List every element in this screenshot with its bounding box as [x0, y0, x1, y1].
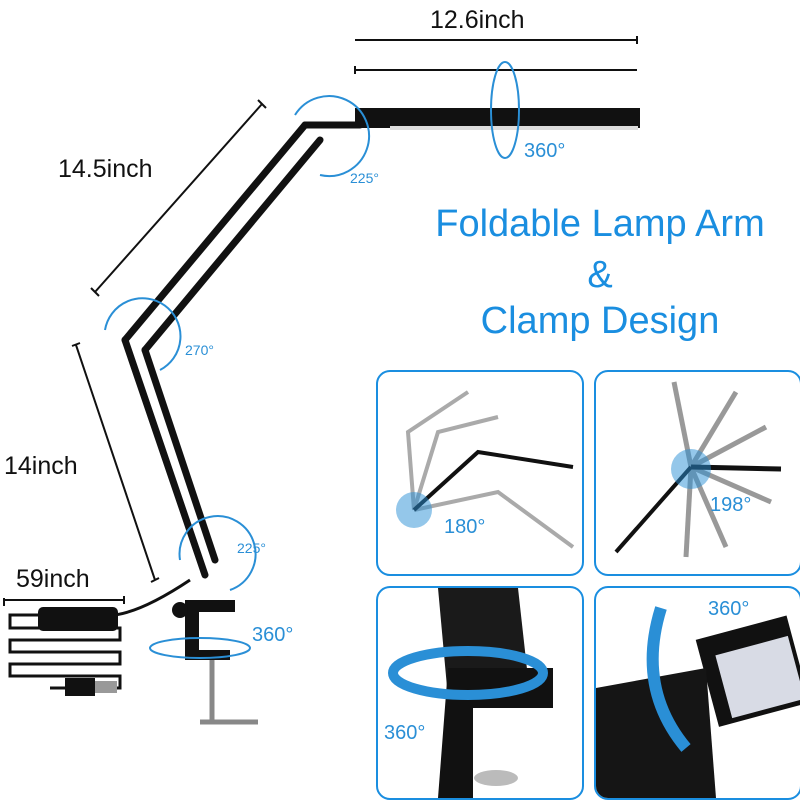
- dimmer-switch: [38, 607, 118, 631]
- head-rotation-label: 360°: [524, 140, 566, 162]
- dimension-line-cable: [3, 596, 125, 606]
- elbow-rotation-label: 270°: [185, 342, 214, 358]
- cable-length-label: 59inch: [16, 565, 90, 593]
- dimension-line-lower-arm: [71, 342, 160, 583]
- base-joint-rotation-label: 225°: [237, 540, 266, 556]
- headline-line2: &: [587, 254, 613, 296]
- head-length-label: 12.6inch: [430, 6, 525, 34]
- panel-label: 198°: [710, 494, 752, 516]
- lamp-head: [355, 108, 640, 128]
- headline-line3: Clamp Design: [480, 300, 720, 342]
- upper-arm-length-label: 14.5inch: [58, 155, 153, 183]
- dimension-line-head: [354, 36, 638, 74]
- panel-head-360: 360°: [594, 586, 800, 800]
- head-joint-rotation-label: 225°: [350, 170, 379, 186]
- lower-arm-length-label: 14inch: [4, 452, 78, 480]
- panel-label: 360°: [708, 598, 750, 620]
- panel-label: 180°: [444, 516, 486, 538]
- usb-cable: [8, 578, 191, 690]
- panel-head-198: 198°: [594, 370, 800, 576]
- headline-line1: Foldable Lamp Arm: [435, 203, 765, 245]
- clamp-rotation-label: 360°: [252, 624, 294, 646]
- usb-plug: [65, 678, 95, 696]
- panel-fold-180: 180°: [376, 370, 584, 576]
- dimension-line-upper-arm: [90, 99, 267, 297]
- panel-clamp-360: 360°: [376, 586, 584, 800]
- panel-label: 360°: [384, 722, 426, 744]
